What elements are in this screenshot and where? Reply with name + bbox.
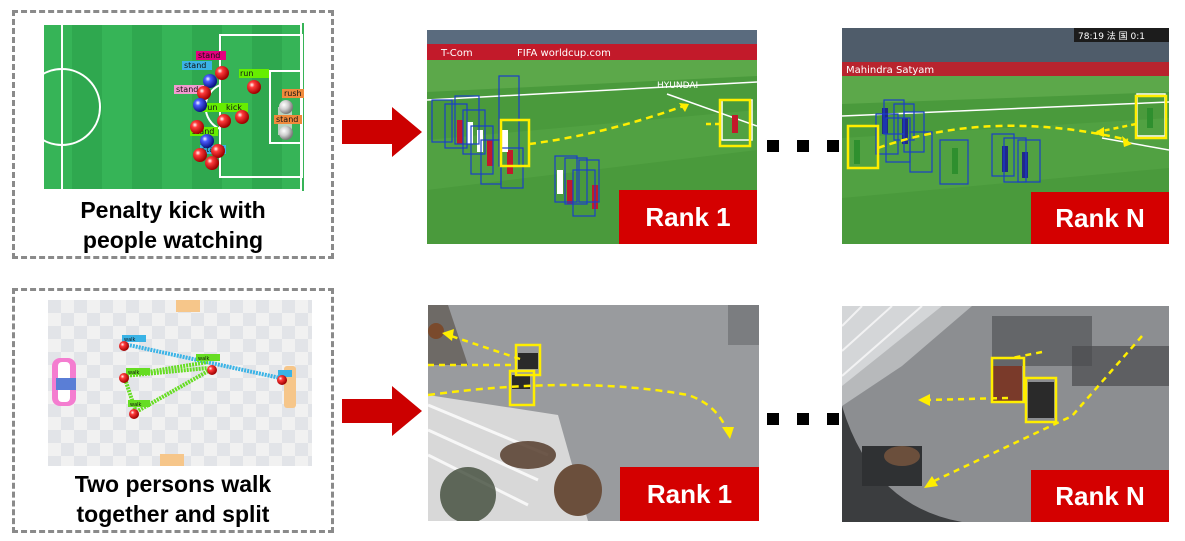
scoreboard: 78:19 法 国 0:1 <box>1078 30 1145 42</box>
query-caption-line: Penalty kick with <box>80 197 266 223</box>
right-arrow-icon <box>342 107 422 157</box>
query-box-penalty: stand stand stand run run kick rush stan… <box>12 10 334 259</box>
result-frame-soccer-rankN: Mahindra Satyam 78:19 法 国 0:1 <box>842 28 1169 244</box>
query-tag: stand <box>176 85 198 94</box>
ellipsis-icon <box>767 140 839 152</box>
query-tag: walk <box>128 370 140 376</box>
banner-text: T-Com <box>440 48 473 59</box>
query-tag: stand <box>198 51 220 60</box>
query-tag: stand <box>184 61 206 70</box>
query-tag: walk <box>124 337 136 343</box>
banner-text: Mahindra Satyam <box>846 65 934 76</box>
rank-badge: Rank 1 <box>619 190 757 244</box>
query-caption-line: Two persons walk <box>74 471 272 497</box>
query-caption-line: people watching <box>82 227 264 253</box>
rank-badge: Rank 1 <box>620 467 759 521</box>
banner-text: FIFA worldcup.com <box>517 48 611 59</box>
query-tag: walk <box>198 356 210 362</box>
query-tag: stand <box>192 127 214 136</box>
query-caption: Penalty kick with people watching <box>15 195 331 255</box>
right-arrow-icon <box>342 386 422 436</box>
walk-sketch: walk walk walk walk <box>48 300 312 466</box>
query-tag: rush <box>284 89 302 98</box>
ellipsis-icon <box>767 413 839 425</box>
penalty-sketch: stand stand stand run run kick rush stan… <box>42 23 304 191</box>
query-caption-line: together and split <box>76 501 270 527</box>
query-box-walk: walk walk walk walk Two persons walk tog… <box>12 288 334 533</box>
query-caption: Two persons walk together and split <box>15 469 331 529</box>
result-frame-walk-rank1: Rank 1 <box>428 305 759 521</box>
query-tag: walk <box>130 402 142 408</box>
result-frame-walk-rankN: Rank N <box>842 306 1169 522</box>
rank-badge: Rank N <box>1031 470 1169 522</box>
query-tag: run <box>204 103 217 112</box>
rank-badge: Rank N <box>1031 192 1169 244</box>
result-frame-soccer-rank1: T-Com FIFA worldcup.com HYUNDAI <box>427 30 757 244</box>
query-tag: stand <box>276 115 298 124</box>
query-tag: kick <box>226 103 242 112</box>
query-tag: run <box>240 69 253 78</box>
